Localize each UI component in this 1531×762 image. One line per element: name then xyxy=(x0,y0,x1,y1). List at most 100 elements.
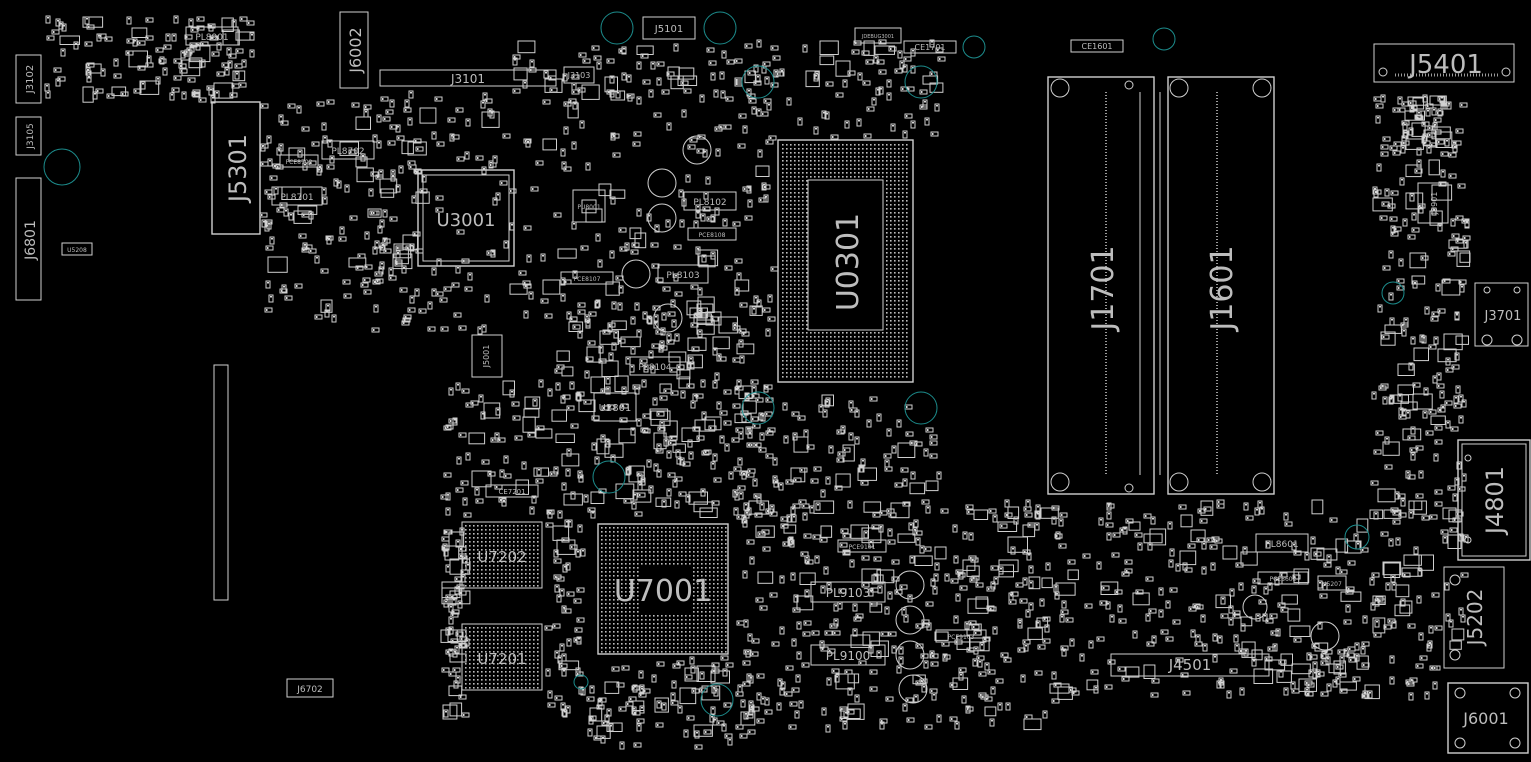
solder-ball xyxy=(850,148,852,150)
solder-ball xyxy=(902,144,904,146)
solder-ball xyxy=(826,164,828,166)
smd-pad xyxy=(795,596,797,598)
smd-pad xyxy=(463,390,465,392)
smd-component xyxy=(1042,638,1051,644)
smd-component xyxy=(1440,529,1449,535)
smd-pad xyxy=(988,588,990,590)
smd-pad xyxy=(628,468,630,470)
smd-pad xyxy=(668,124,670,126)
solder-ball xyxy=(822,172,824,174)
smd-pad xyxy=(382,244,384,246)
smd-pad xyxy=(88,26,90,28)
smd-pad xyxy=(1069,561,1071,563)
solder-ball xyxy=(790,316,792,318)
smd-pad xyxy=(608,91,610,93)
smd-component xyxy=(1361,641,1370,647)
solder-ball xyxy=(810,164,812,166)
smd-component xyxy=(1447,485,1456,491)
smd-component xyxy=(779,626,785,635)
smd-component xyxy=(1442,278,1451,284)
smd-component xyxy=(854,409,860,418)
smd-pad xyxy=(1416,116,1418,118)
smd-component xyxy=(441,536,450,542)
smd-component xyxy=(1449,527,1458,533)
solder-ball xyxy=(890,228,892,230)
smd-component xyxy=(696,435,705,441)
solder-ball xyxy=(894,260,896,262)
smd-pad xyxy=(835,620,837,622)
smd-component xyxy=(650,242,659,248)
smd-component xyxy=(865,59,874,65)
solder-ball xyxy=(798,232,800,234)
smd-component xyxy=(766,102,772,111)
solder-ball xyxy=(782,272,784,274)
smd-pad xyxy=(479,328,481,330)
smd-pad xyxy=(269,196,271,198)
solder-ball xyxy=(786,284,788,286)
solder-ball xyxy=(790,268,792,270)
smd-pad xyxy=(1416,170,1418,172)
smd-pad xyxy=(528,256,530,258)
smd-pad xyxy=(585,496,587,498)
smd-pad xyxy=(823,709,825,711)
smd-pad xyxy=(603,722,605,724)
smd-component xyxy=(640,53,649,59)
smd-pad xyxy=(513,403,515,405)
smd-pad xyxy=(748,474,750,476)
smd-pad xyxy=(638,331,640,333)
solder-ball xyxy=(798,280,800,282)
solder-ball xyxy=(794,252,796,254)
smd-component xyxy=(607,322,616,328)
smd-component xyxy=(594,456,600,465)
smd-component xyxy=(697,287,703,296)
smd-component xyxy=(515,479,529,495)
smd-pad xyxy=(734,359,736,361)
smd-component xyxy=(325,235,334,241)
smd-component xyxy=(765,328,771,337)
solder-ball xyxy=(798,248,800,250)
smd-pad xyxy=(781,70,783,72)
smd-pad xyxy=(797,676,799,678)
smd-pad xyxy=(1240,650,1242,652)
smd-pad xyxy=(421,190,423,192)
smd-component xyxy=(639,705,645,714)
solder-ball xyxy=(782,240,784,242)
smd-pad xyxy=(1245,504,1247,506)
solder-ball xyxy=(806,296,808,298)
smd-component xyxy=(1055,582,1076,596)
smd-component xyxy=(1397,393,1403,402)
smd-pad xyxy=(841,718,843,720)
solder-ball xyxy=(870,176,872,178)
solder-ball xyxy=(898,220,900,222)
smd-pad xyxy=(1019,620,1021,622)
smd-pad xyxy=(233,21,235,23)
solder-ball xyxy=(806,200,808,202)
smd-pad xyxy=(1328,556,1330,558)
smd-component xyxy=(1220,596,1226,605)
smd-component xyxy=(666,450,672,459)
smd-component xyxy=(835,473,851,488)
connector-j5001: J5001 xyxy=(471,334,503,378)
smd-component xyxy=(665,219,671,228)
smd-pad xyxy=(310,250,312,252)
smd-pad xyxy=(638,420,640,422)
smd-pad xyxy=(310,162,312,164)
smd-component xyxy=(395,184,401,193)
smd-component xyxy=(1415,115,1424,121)
smd-pad xyxy=(738,274,740,276)
smd-pad xyxy=(565,610,567,612)
solder-ball xyxy=(782,328,784,330)
smd-component xyxy=(703,449,712,455)
solder-ball xyxy=(818,336,820,338)
smd-pad xyxy=(564,75,566,77)
solder-ball xyxy=(790,164,792,166)
smd-component xyxy=(529,59,535,68)
smd-pad xyxy=(561,590,563,592)
smd-pad xyxy=(1244,548,1246,550)
smd-pad xyxy=(514,90,516,92)
smd-component xyxy=(626,466,632,475)
smd-pad xyxy=(577,669,579,671)
smd-pad xyxy=(365,111,367,113)
smd-component xyxy=(1416,147,1422,156)
solder-ball xyxy=(786,264,788,266)
